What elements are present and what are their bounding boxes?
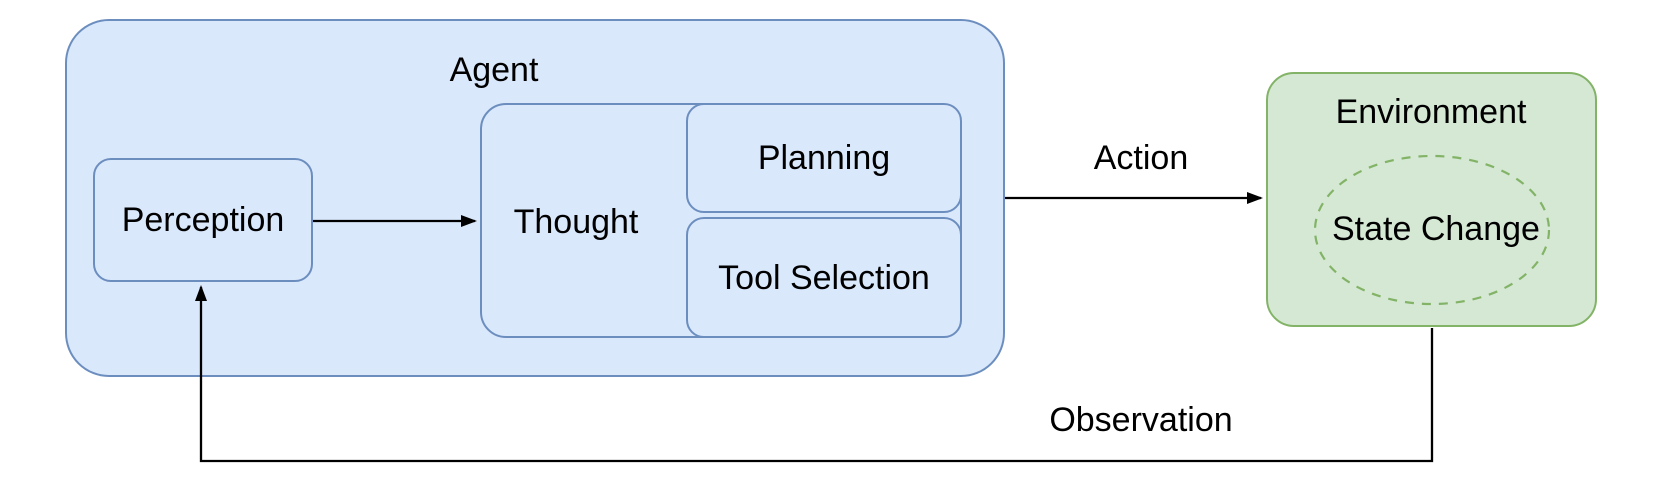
planning-box: Planning — [686, 103, 962, 213]
tool-selection-label: Tool Selection — [718, 258, 930, 297]
perception-box: Perception — [93, 158, 313, 282]
perception-label: Perception — [121, 201, 285, 239]
agent-label: Agent — [449, 51, 539, 89]
tool-selection-box: Tool Selection — [686, 217, 962, 338]
action-edge-label: Action — [1093, 139, 1189, 177]
observation-edge-label: Observation — [1049, 401, 1233, 439]
environment-label: Environment — [1335, 93, 1527, 131]
planning-label: Planning — [757, 139, 891, 177]
thought-label: Thought — [513, 203, 639, 241]
state-change-label: State Change — [1332, 210, 1540, 248]
